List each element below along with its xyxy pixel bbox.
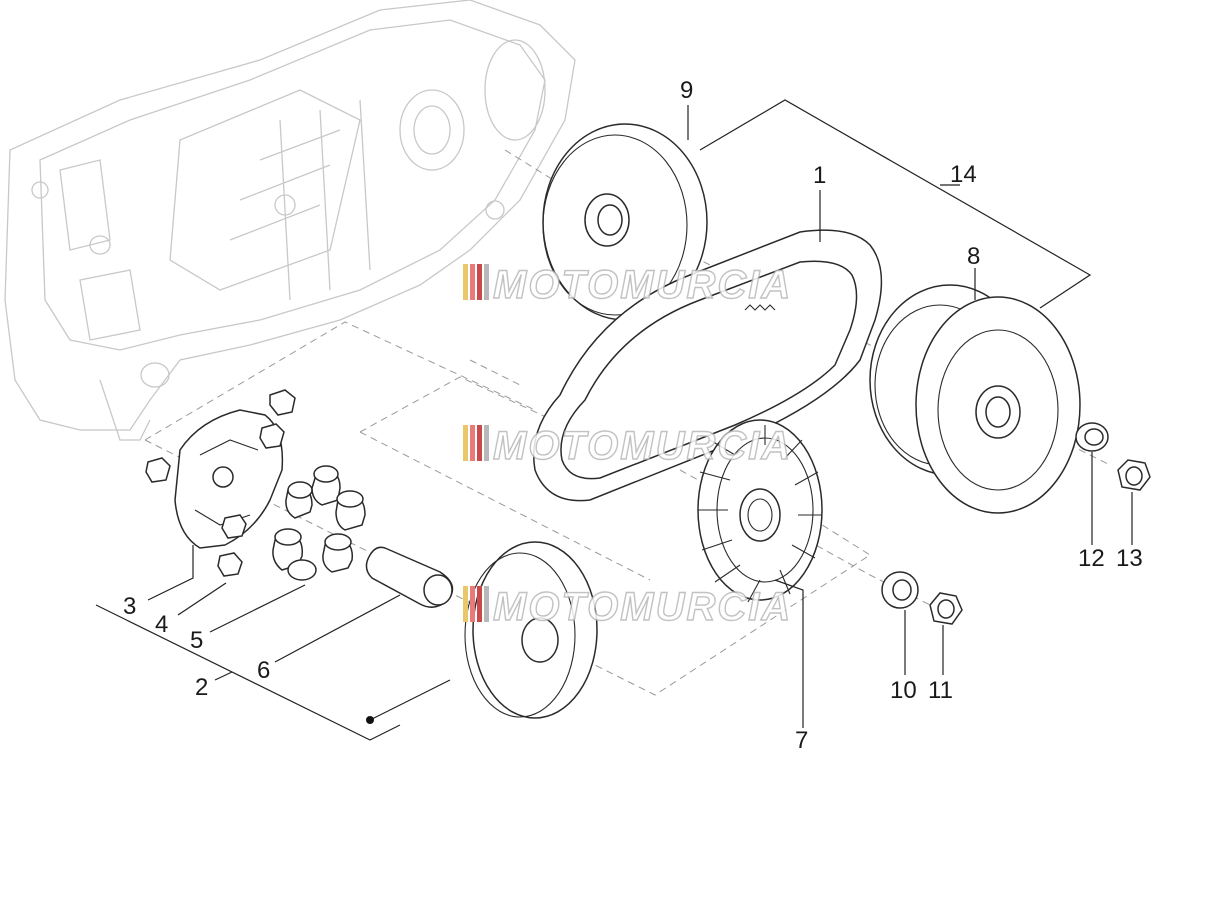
callout-10: 10 — [890, 677, 917, 704]
ramp-sliders — [145, 389, 296, 577]
callout-9: 9 — [680, 77, 693, 104]
drive-nut — [929, 592, 963, 625]
watermark-middle: MOTOMURCIA — [463, 423, 792, 469]
clutch-spacer — [1075, 422, 1109, 452]
watermark-text: MOTOMURCIA — [493, 424, 792, 468]
drive-washer — [881, 571, 919, 609]
ramp-plate — [174, 409, 284, 549]
callout-11: 11 — [928, 677, 953, 704]
clutch-nut — [1117, 459, 1151, 491]
callout-2: 2 — [195, 674, 208, 701]
watermark-top: MOTOMURCIA — [463, 262, 792, 308]
callout-1: 1 — [813, 162, 826, 189]
callout-6: 6 — [257, 657, 270, 684]
watermark-bottom: MOTOMURCIA — [463, 584, 792, 630]
drive-belt — [533, 229, 883, 502]
callout-4: 4 — [155, 611, 168, 638]
callout-7: 7 — [795, 727, 808, 754]
callout-12: 12 — [1078, 545, 1105, 572]
watermark-text: MOTOMURCIA — [493, 263, 792, 307]
clutch-assembly — [869, 284, 1081, 514]
callout-5: 5 — [190, 627, 203, 654]
drive-bushing — [365, 546, 454, 608]
variator-rollers — [272, 465, 366, 581]
leader-lines — [95, 99, 1133, 741]
callout-labels: 1 2 3 4 5 6 7 8 9 10 11 12 13 14 — [123, 77, 1143, 754]
watermark-text: MOTOMURCIA — [493, 585, 792, 629]
driven-pulley-half — [542, 123, 708, 321]
engine-crankcase-ghost — [4, 0, 576, 441]
callout-8: 8 — [967, 243, 980, 270]
fixed-drive-face — [697, 419, 823, 603]
callout-13: 13 — [1116, 545, 1143, 572]
callout-14: 14 — [950, 161, 977, 188]
callout-3: 3 — [123, 593, 136, 620]
movable-drive-face — [464, 541, 598, 719]
